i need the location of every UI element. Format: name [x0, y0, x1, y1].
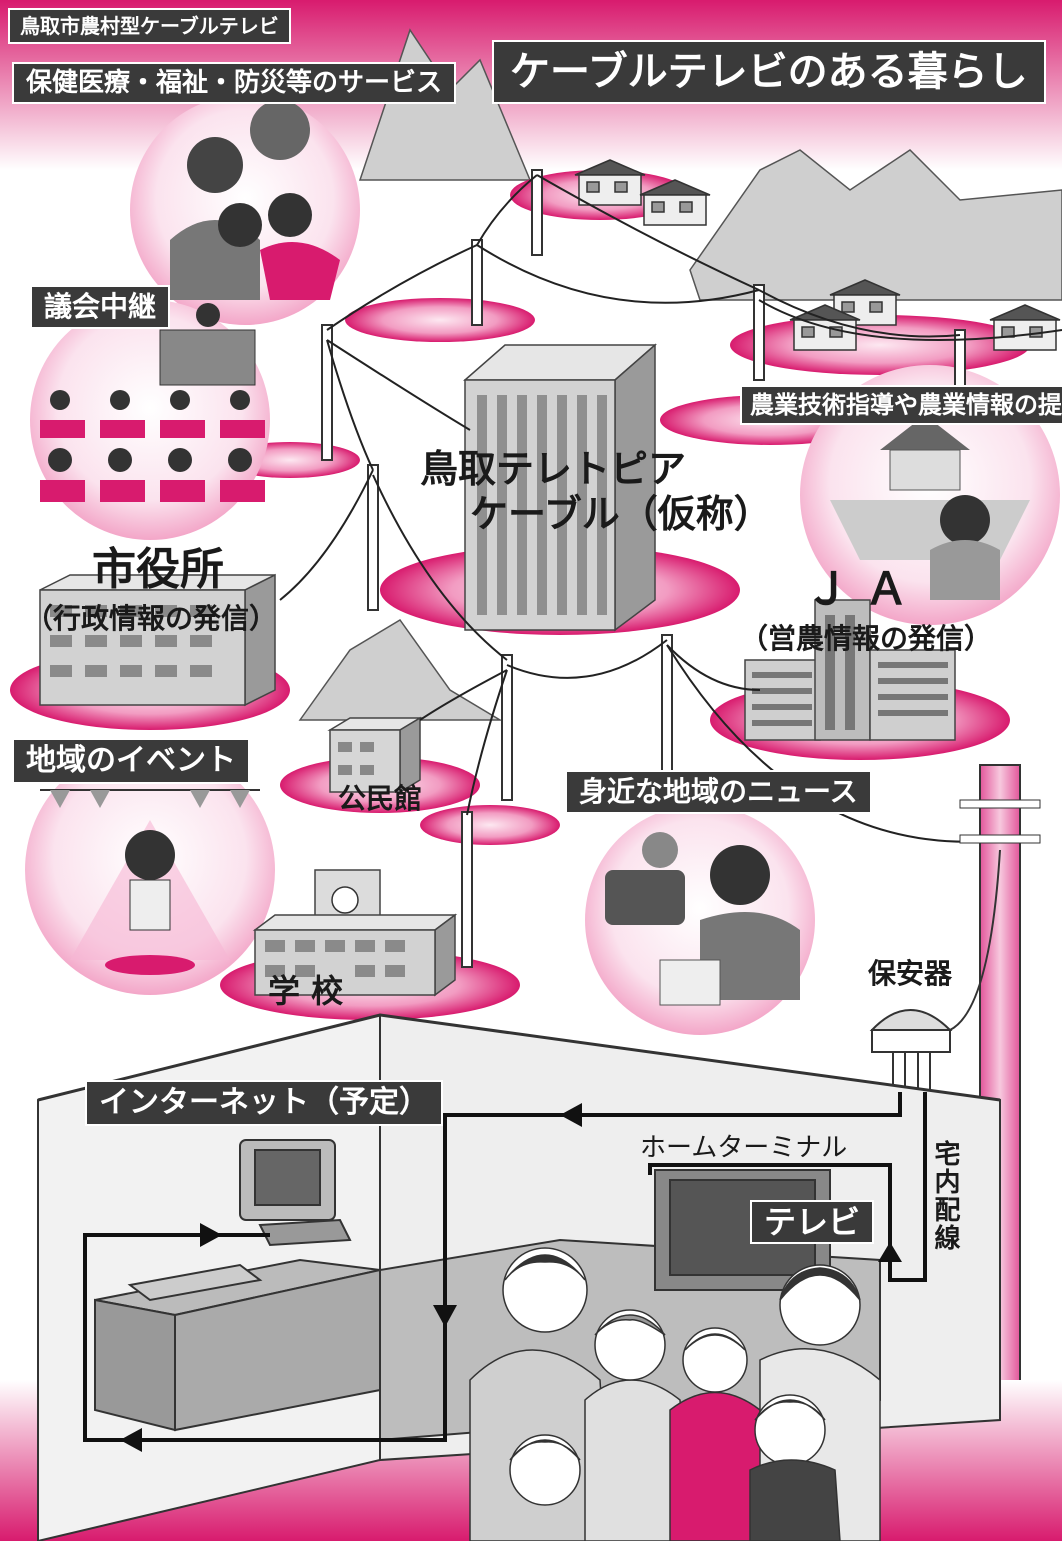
agri-info-label: 農業技術指導や農業情報の提供: [740, 385, 1062, 425]
event-bubble: [25, 745, 275, 995]
assembly-bubble: [30, 300, 270, 540]
utility-poles: [321, 169, 966, 968]
family-group: [469, 1247, 881, 1541]
agri-bubble: [800, 365, 1060, 625]
school-label: 学 校: [268, 972, 344, 1010]
page-title: ケーブルテレビのある暮らし: [492, 40, 1046, 104]
assembly-broadcast-label: 議会中継: [30, 285, 171, 329]
signal-arrows: [120, 1103, 902, 1452]
center-name-line1: 鳥取テレトピア: [420, 447, 687, 491]
local-events-label: 地域のイベント: [12, 738, 250, 784]
community-hall-building: [327, 716, 423, 794]
mountains: [298, 28, 1062, 721]
city-hall-label: 市役所: [92, 544, 224, 595]
welfare-bubble: [130, 95, 360, 325]
tv-label: テレビ: [750, 1200, 875, 1244]
publisher-label: 鳥取市農村型ケーブルテレビ: [8, 8, 291, 44]
protector-label: 保安器: [868, 957, 953, 990]
city-hall-building: [39, 573, 276, 707]
protector-device: [869, 849, 1001, 1093]
school-building: [252, 869, 458, 997]
center-name-line2: ケーブル（仮称）: [470, 492, 772, 536]
center-building: [463, 343, 657, 632]
news-bubble: [585, 805, 815, 1035]
city-hall-note: （行政情報の発信）: [25, 602, 278, 635]
internet-label: インターネット（予定）: [85, 1080, 443, 1126]
ja-label: Ｊ Ａ: [805, 564, 909, 615]
indoor-wiring-label: 宅内配線: [930, 1140, 960, 1252]
indoor-signal-path: [83, 1092, 927, 1442]
ja-building: [744, 599, 956, 741]
welfare-services-label: 保健医療・福祉・防災等のサービス: [12, 62, 457, 104]
ja-note: （営農情報の発信）: [740, 622, 993, 655]
home-terminal-label: ホームターミナル: [640, 1133, 848, 1163]
community-hall-label: 公民館: [338, 782, 423, 815]
local-news-label: 身近な地域のニュース: [565, 770, 872, 814]
